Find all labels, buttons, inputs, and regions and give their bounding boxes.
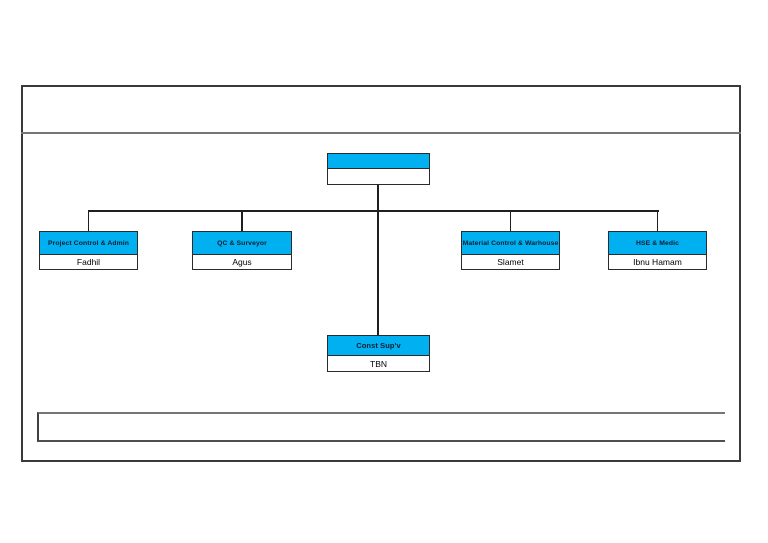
org-node-qc-surveyor[interactable]: QC & Surveyor Agus <box>192 231 292 270</box>
header-band <box>21 85 741 132</box>
org-node-person: Fadhil <box>76 257 101 267</box>
org-node-person: Agus <box>232 257 252 267</box>
footer-bar <box>37 412 725 442</box>
org-node-root-title <box>328 154 429 169</box>
org-node-person: Slamet <box>497 257 524 267</box>
connector-drop-const-supv <box>377 210 379 335</box>
org-node-material-control-warhouse[interactable]: Material Control & Warhouse Slamet <box>461 231 560 270</box>
org-node-person: TBN <box>370 358 387 369</box>
org-node-root-person <box>328 169 429 184</box>
org-node-hse-medic[interactable]: HSE & Medic Ibnu Hamam <box>608 231 707 270</box>
outer-frame <box>21 85 741 462</box>
org-node-const-supv[interactable]: Const Sup'v TBN <box>327 335 430 372</box>
org-node-title: Material Control & Warhouse <box>462 232 559 255</box>
connector-drop-project-control <box>87 210 89 231</box>
connector-root-drop <box>377 185 379 211</box>
org-node-title: Project Control & Admin <box>40 232 137 255</box>
org-node-title: HSE & Medic <box>609 232 706 255</box>
connector-drop-hse-medic <box>656 210 658 231</box>
org-node-root[interactable] <box>327 153 430 185</box>
header-separator-line <box>21 132 741 134</box>
connector-drop-material-control <box>509 210 511 231</box>
org-node-title: Const Sup'v <box>328 336 429 356</box>
org-node-person: Ibnu Hamam <box>633 257 682 267</box>
connector-horizontal-bar <box>88 210 659 212</box>
org-node-title: QC & Surveyor <box>193 232 291 255</box>
org-node-project-control-admin[interactable]: Project Control & Admin Fadhil <box>39 231 138 270</box>
connector-drop-qc-surveyor <box>241 210 243 231</box>
